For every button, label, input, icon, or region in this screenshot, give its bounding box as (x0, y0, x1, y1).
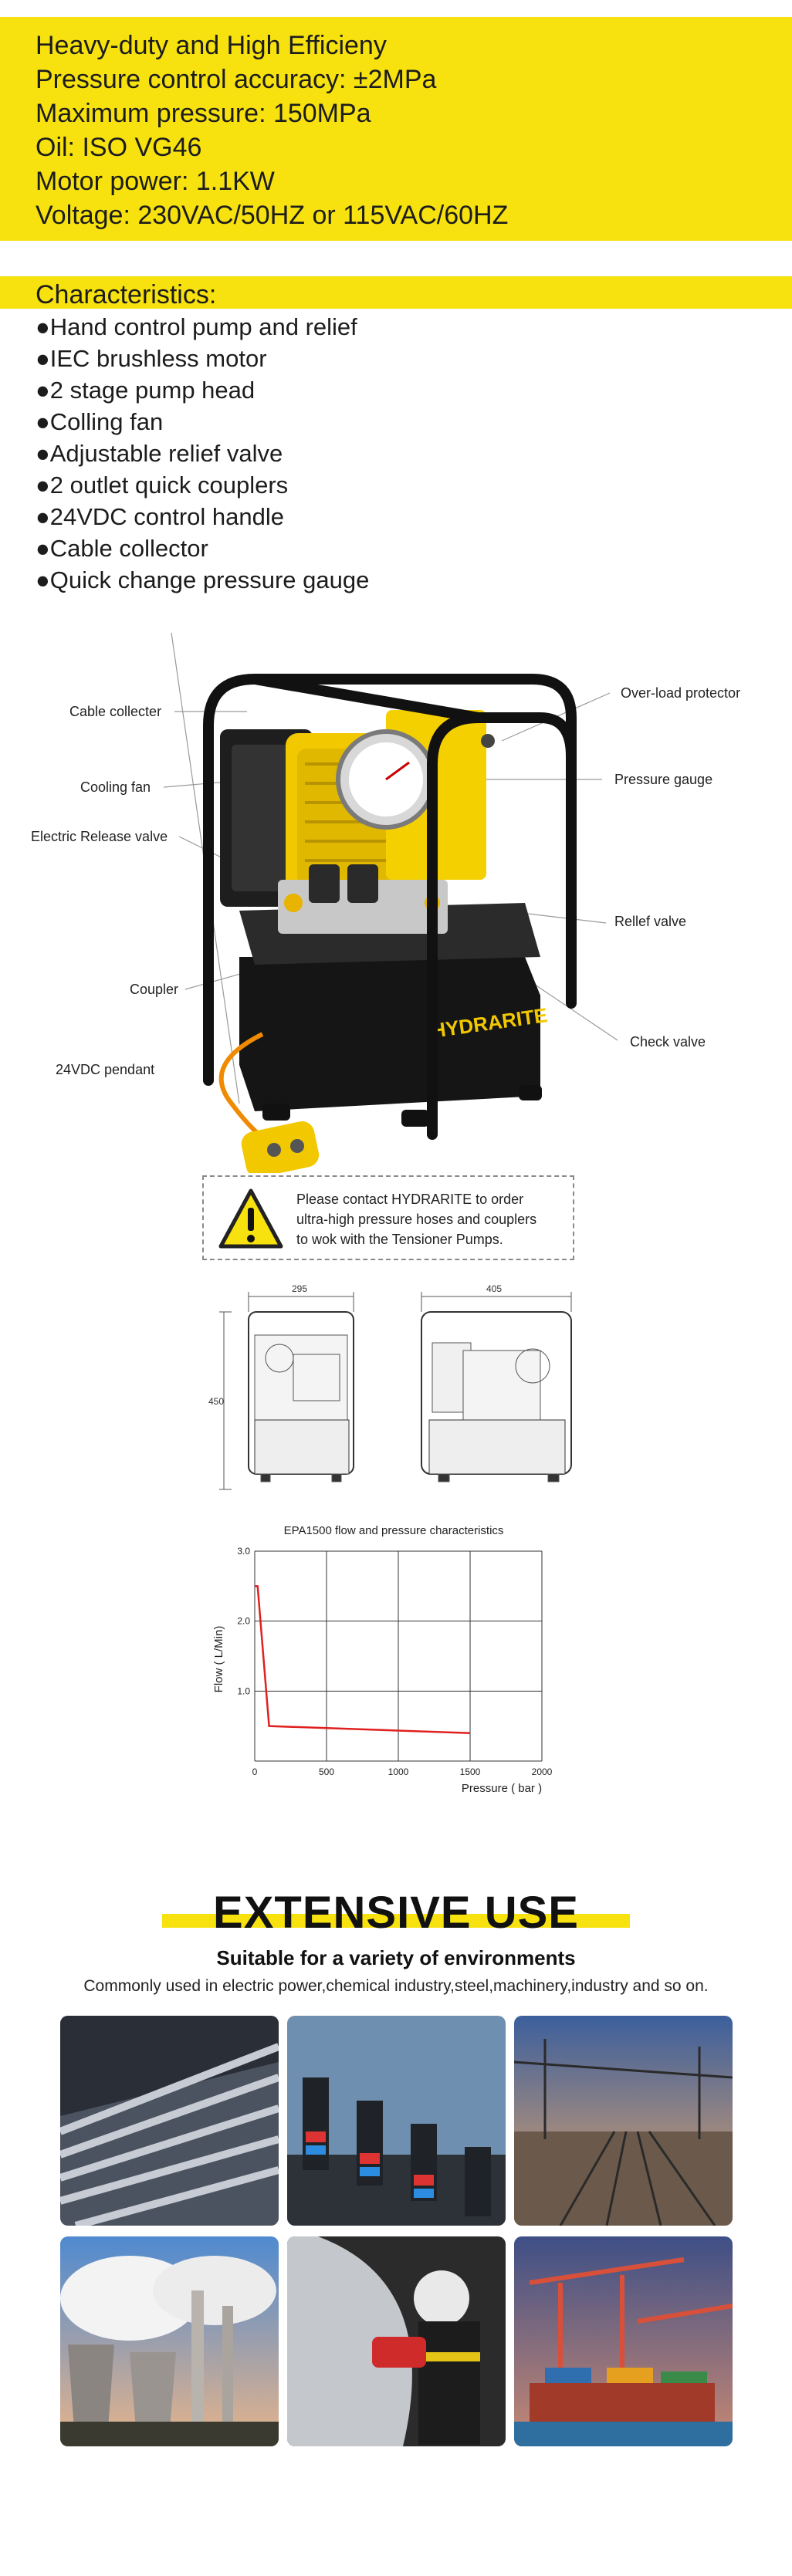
flow-pressure-chart: EPA1500 flow and pressure characteristic… (212, 1524, 553, 1795)
dimension-height: 450 (208, 1396, 224, 1407)
photo-cooling-towers (60, 2236, 279, 2446)
chart-xlabel: Pressure ( bar ) (462, 1782, 542, 1795)
notice-line: Please contact HYDRARITE to order (296, 1192, 524, 1207)
chart-y-tick-label: 3.0 (237, 1546, 250, 1557)
callout-coupler: Coupler (130, 982, 179, 997)
characteristics-banner (0, 276, 792, 309)
photo-railway (514, 2016, 733, 2226)
characteristic-item: ●Quick change pressure gauge (36, 566, 370, 593)
callout-cable-collecter: Cable collecter (69, 704, 162, 719)
notice-text: Please contact HYDRARITE to order ultra-… (296, 1189, 536, 1249)
dimension-width-side: 405 (486, 1283, 502, 1294)
photo-port-cranes (514, 2236, 733, 2446)
chart-x-tick-label: 1500 (460, 1766, 481, 1777)
pump-illustration: HYDRARITE (163, 633, 618, 1173)
photo-power-equipment (287, 2016, 506, 2226)
characteristic-item: ●Colling fan (36, 408, 164, 435)
spec-line: Voltage: 230VAC/50HZ or 115VAC/60HZ (36, 201, 509, 230)
chart-x-tick-label: 1000 (388, 1766, 409, 1777)
chart-y-tick-label: 2.0 (237, 1616, 250, 1627)
chart-series-line (255, 1585, 471, 1734)
callout-overload-protector: Over-load protector (621, 685, 741, 701)
spec-banner (0, 17, 792, 241)
characteristics-title: Characteristics: (36, 280, 217, 309)
chart-title: EPA1500 flow and pressure characteristic… (284, 1524, 504, 1537)
callout-pressure-gauge: Pressure gauge (614, 772, 713, 787)
chart-y-tick-label: 1.0 (237, 1685, 250, 1696)
chart-x-tick-label: 500 (319, 1766, 334, 1777)
warning-icon (218, 1188, 283, 1249)
characteristic-item: ●2 stage pump head (36, 377, 256, 404)
notice-line: ultra-high pressure hoses and couplers (296, 1212, 537, 1227)
chart-ylabel: Flow ( L/Min) (212, 1626, 225, 1693)
spec-line: Pressure control accuracy: ±2MPa (36, 65, 437, 94)
characteristic-item: ●Adjustable relief valve (36, 440, 283, 467)
spec-line: Motor power: 1.1KW (36, 167, 275, 196)
callout-cooling-fan: Cooling fan (80, 779, 151, 795)
spec-line: Maximum pressure: 150MPa (36, 99, 371, 128)
extensive-subtitle: Suitable for a variety of environments (216, 1946, 576, 1969)
characteristic-item: ●Cable collector (36, 535, 208, 562)
callout-relief-valve: Rellef valve (614, 914, 687, 929)
dimension-drawings: 295 405 450 (208, 1283, 572, 1490)
characteristic-item: ●24VDC control handle (36, 503, 285, 530)
photo-steel-pipes (60, 2016, 279, 2226)
notice-box: Please contact HYDRARITE to order ultra-… (202, 1175, 574, 1260)
spec-line: Heavy-duty and High Efficieny (36, 31, 387, 60)
spec-line: Oil: ISO VG46 (36, 133, 202, 162)
extensive-title: EXTENSIVE USE (213, 1888, 579, 1938)
callout-electric-release-valve: Electric Release valve (31, 829, 168, 844)
callout-pendant: 24VDC pendant (56, 1062, 155, 1077)
extensive-yellow-band (162, 1914, 630, 1928)
extensive-description: Commonly used in electric power,chemical… (83, 1977, 709, 1995)
chart-x-tick-label: 2000 (532, 1766, 553, 1777)
photo-technician (287, 2236, 506, 2446)
dimension-width-front: 295 (292, 1283, 307, 1294)
notice-line: to wok with the Tensioner Pumps. (296, 1232, 503, 1247)
characteristic-item: ●IEC brushless motor (36, 345, 267, 372)
characteristic-item: ●Hand control pump and relief (36, 313, 357, 340)
chart-x-tick-label: 0 (252, 1766, 258, 1777)
characteristic-item: ●2 outlet quick couplers (36, 472, 289, 499)
callout-check-valve: Check valve (630, 1034, 706, 1050)
